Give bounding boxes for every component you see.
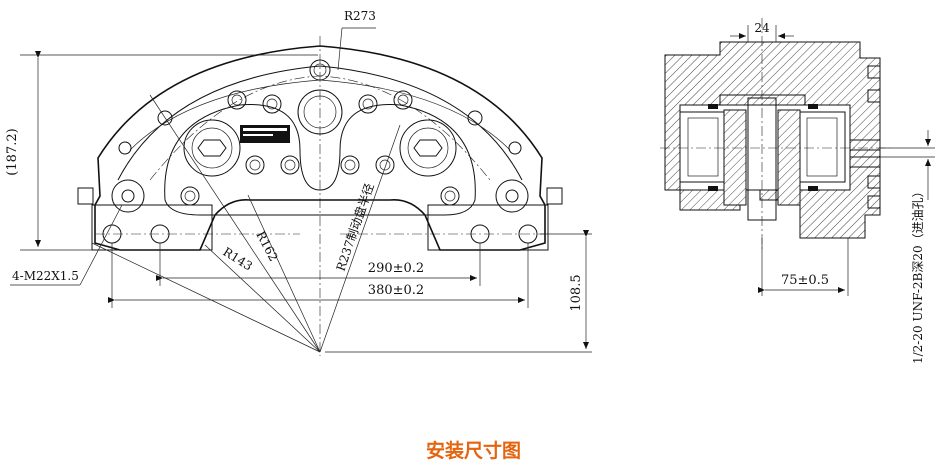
right-piston-bore [399, 119, 457, 177]
dim-108: 108.5 [569, 274, 584, 311]
dim-thread: 4-M22X1.5 [12, 269, 79, 283]
dim-r237: R237制动盘半径 [333, 181, 377, 273]
drawing-caption: 安装尺寸图 [425, 440, 521, 462]
dim-r143: R143 [220, 245, 255, 274]
dim-75: 75±0.5 [781, 273, 829, 288]
bolts [77, 59, 563, 244]
dim-24: 24 [754, 21, 770, 35]
side-view: 24 75±0.5 1/2-20 UNF-2B深20（进油孔） [660, 18, 935, 364]
front-view: R273 (187.2) R162 R143 R237制动盘半径 290±0.2… [5, 9, 592, 356]
left-mounting-plate [91, 204, 213, 251]
left-piston-bore [183, 119, 241, 177]
dim-r273: R273 [344, 9, 376, 23]
dim-oil-port: 1/2-20 UNF-2B深20（进油孔） [911, 185, 925, 364]
right-mounting-plate [427, 204, 549, 251]
caliper-body-outline [94, 45, 546, 251]
caliper-window [164, 104, 476, 216]
dim-290: 290±0.2 [368, 261, 424, 276]
dim-380: 380±0.2 [368, 283, 424, 298]
dim-height-187: (187.2) [5, 128, 20, 175]
